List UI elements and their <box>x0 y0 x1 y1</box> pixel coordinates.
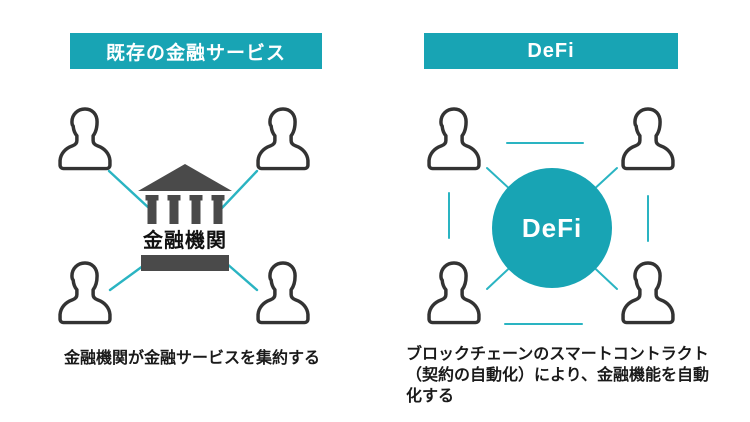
right-caption-line-2: （契約の自動化）により、金融機能を自動 <box>406 367 710 384</box>
user-icon <box>621 261 675 325</box>
user-icon <box>58 107 112 171</box>
user-icon <box>58 261 112 325</box>
user-icon <box>621 107 675 171</box>
left-panel-caption: 金融機関が金融サービスを集約する <box>63 350 320 367</box>
defi-hub-label: DeFi <box>521 212 583 243</box>
right-caption-line-1: ブロックチェーンのスマートコントラクト <box>406 346 709 363</box>
user-icon <box>256 261 310 325</box>
right-panel-header: DeFi <box>424 33 678 69</box>
bank-base <box>141 255 229 271</box>
user-icon <box>427 107 481 171</box>
user-icon <box>256 107 310 171</box>
left-panel-header: 既存の金融サービス <box>70 33 322 69</box>
bank-building-icon <box>138 164 232 271</box>
bank-label: 金融機関 <box>132 224 238 252</box>
user-icon <box>427 261 481 325</box>
bank-icon: 金融機関 <box>132 164 238 274</box>
right-panel-caption: ブロックチェーンのスマートコントラクト （契約の自動化）により、金融機能を自動 … <box>406 344 728 407</box>
bank-roof <box>138 164 232 191</box>
right-caption-line-3: 化する <box>406 388 455 405</box>
left-panel-connectors <box>107 169 259 292</box>
defi-hub-circle: DeFi <box>492 168 612 288</box>
